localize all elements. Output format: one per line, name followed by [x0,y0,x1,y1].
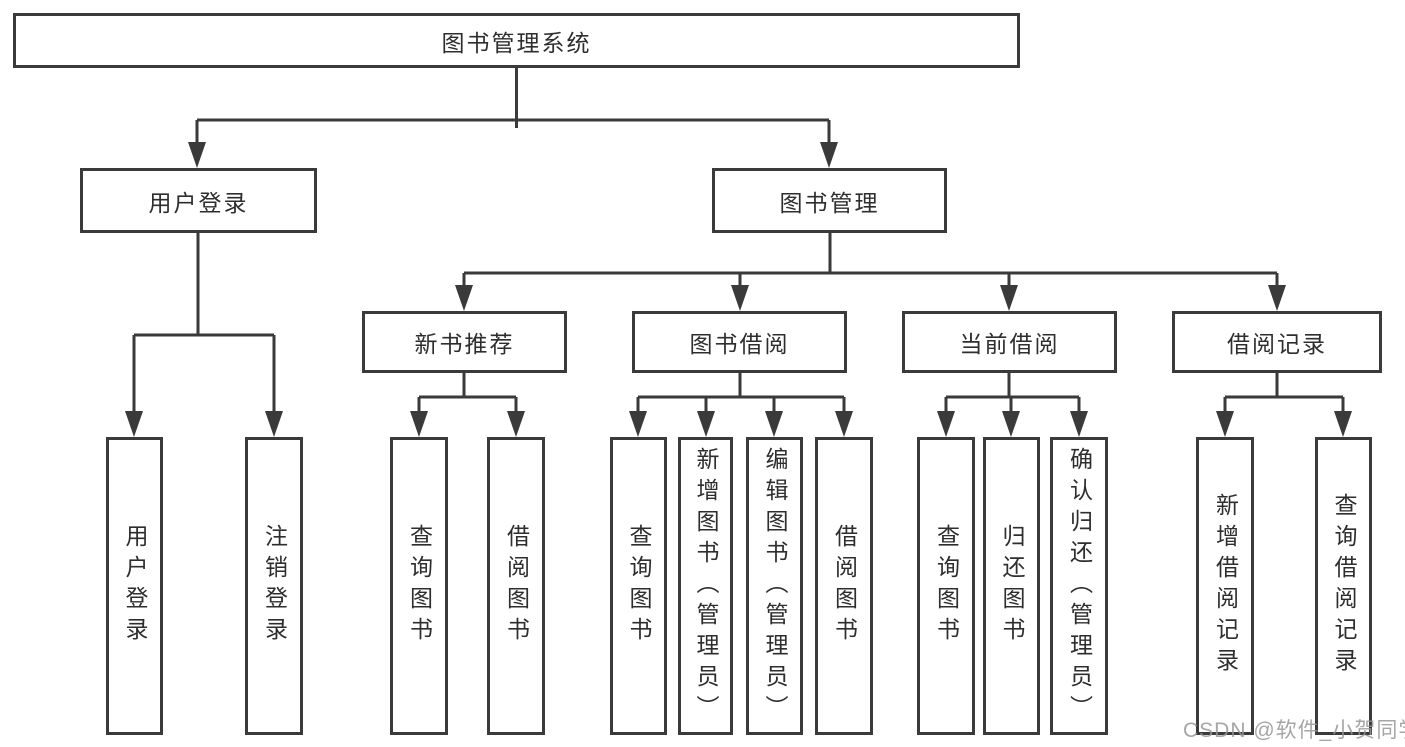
node-label: 新增借阅记录 [1212,493,1239,679]
leaf-confirm-return-admin: 确认归还（管理员） [1050,437,1108,735]
node-label: 借阅图书 [503,524,530,648]
node-label: 确认归还（管理员） [1066,446,1093,726]
leaf-logout: 注销登录 [245,437,303,735]
node-label: 编辑图书（管理员） [762,446,788,726]
node-book-borrow: 图书借阅 [632,311,847,373]
node-current-borrow: 当前借阅 [902,311,1117,373]
node-label: 归还图书 [999,524,1025,648]
node-borrow-record: 借阅记录 [1172,311,1382,373]
node-label: 当前借阅 [959,331,1060,357]
node-label: 查询图书 [406,524,433,648]
node-label: 用户登录 [122,524,148,648]
node-user-login: 用户登录 [80,168,317,233]
node-label: 图书管理系统 [441,29,592,56]
node-new-book-recommend: 新书推荐 [362,311,567,373]
arrowheads [125,142,1352,437]
node-label: 用户登录 [148,189,249,216]
leaf-query-borrow-record: 查询借阅记录 [1315,437,1372,735]
leaf-add-borrow-record: 新增借阅记录 [1196,437,1254,735]
node-label: 查询图书 [626,524,652,648]
node-book-management: 图书管理 [712,168,947,233]
node-label: 新增图书（管理员） [693,446,719,726]
node-label: 图书管理 [779,189,880,216]
leaf-query-book-1: 查询图书 [390,437,448,735]
node-label: 注销登录 [261,524,288,648]
node-label: 查询图书 [933,524,960,648]
leaf-query-book-2: 查询图书 [610,437,667,735]
leaf-borrow-book-1: 借阅图书 [487,437,545,735]
leaf-user-login: 用户登录 [106,437,163,735]
node-label: 查询借阅记录 [1331,493,1357,679]
leaf-borrow-book-2: 借阅图书 [815,437,873,735]
leaf-edit-book-admin: 编辑图书（管理员） [746,437,803,735]
leaf-return-book: 归还图书 [983,437,1040,735]
node-label: 新书推荐 [414,331,515,357]
leaf-add-book-admin: 新增图书（管理员） [678,437,733,735]
csdn-watermark: CSDN @软件_小贺同学 [1183,719,1405,742]
node-label: 借阅图书 [831,524,858,648]
leaf-query-book-3: 查询图书 [917,437,975,735]
node-library-system: 图书管理系统 [13,13,1020,68]
node-label: 图书借阅 [689,331,790,357]
node-label: 借阅记录 [1227,331,1327,357]
